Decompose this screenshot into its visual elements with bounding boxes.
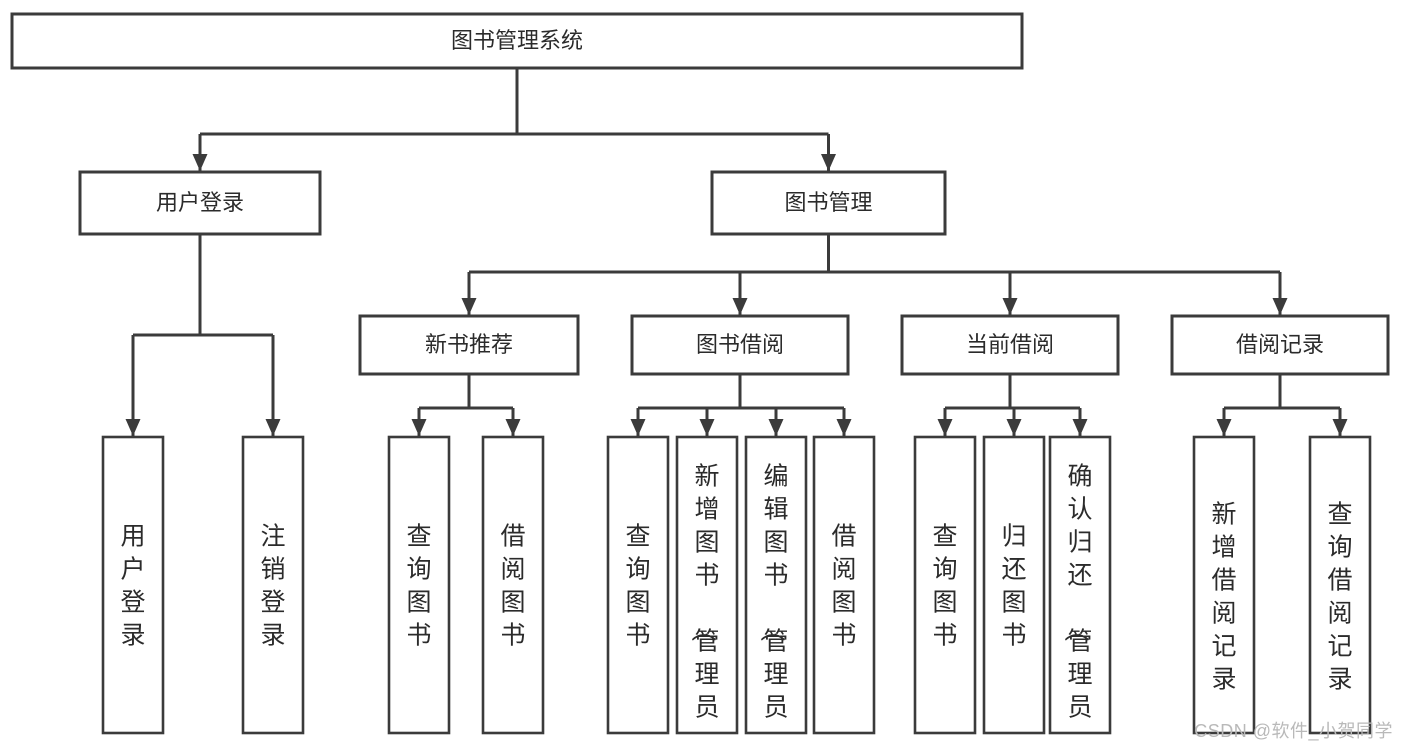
node-leaf-confirm-return-label: 确认归还（管理员） (1061, 463, 1092, 747)
node-leaf-add-borrow-record-label: 新增借阅记录 (1211, 501, 1236, 694)
node-leaf-confirm-return-box[interactable] (1048, 435, 1112, 735)
node-leaf-query-book-2[interactable]: 查询图书 (606, 435, 670, 735)
node-leaf-add-book[interactable]: 新增图书（管理员） (675, 435, 739, 747)
node-current-borrow-label: 当前借阅 (966, 332, 1054, 357)
node-book-management-label: 图书管理 (784, 190, 872, 215)
node-leaf-query-book-1[interactable]: 查询图书 (387, 435, 451, 735)
arrow-head-icon (1002, 298, 1018, 315)
arrow-head-icon (768, 419, 784, 436)
node-leaf-add-book-box[interactable] (675, 435, 739, 735)
node-leaf-logout[interactable]: 注销登录 (241, 435, 305, 735)
node-leaf-logout-label: 注销登录 (260, 523, 285, 650)
node-leaf-confirm-return[interactable]: 确认归还（管理员） (1048, 435, 1112, 747)
node-leaf-borrow-book-2-label: 借阅图书 (831, 523, 856, 650)
node-leaf-add-borrow-record-box[interactable] (1192, 435, 1256, 735)
node-current-borrow-box[interactable] (900, 314, 1120, 376)
arrow-head-icon (821, 154, 836, 171)
node-leaf-query-book-2-label: 查询图书 (625, 523, 650, 650)
arrow-head-icon (1216, 419, 1232, 436)
node-book-borrow-box[interactable] (630, 314, 850, 376)
node-book-borrow-label: 图书借阅 (696, 332, 784, 357)
arrow-head-icon (265, 419, 281, 436)
node-book-management-box[interactable] (710, 170, 947, 236)
node-new-book-recommend[interactable]: 新书推荐 (358, 314, 580, 376)
arrow-head-icon (630, 419, 646, 436)
node-leaf-logout-box[interactable] (241, 435, 305, 735)
node-leaf-user-login-box[interactable] (101, 435, 165, 735)
arrow-head-icon (411, 419, 427, 436)
node-root-root[interactable]: 图书管理系统 (10, 12, 1024, 70)
node-leaf-query-book-3-box[interactable] (913, 435, 977, 735)
node-leaf-return-book-box[interactable] (982, 435, 1046, 735)
arrow-head-icon (461, 298, 477, 315)
arrow-head-icon (125, 419, 141, 436)
node-leaf-query-book-1-label: 查询图书 (406, 523, 431, 650)
node-layer: 图书管理系统用户登录图书管理新书推荐图书借阅当前借阅借阅记录用户登录注销登录查询… (10, 12, 1390, 747)
node-leaf-edit-book-box[interactable] (744, 435, 808, 735)
node-leaf-user-login[interactable]: 用户登录 (101, 435, 165, 735)
node-leaf-return-book[interactable]: 归还图书 (982, 435, 1046, 735)
arrow-head-icon (192, 154, 208, 171)
node-book-management[interactable]: 图书管理 (710, 170, 947, 236)
node-user-login-label: 用户登录 (156, 190, 244, 215)
connector-layer (125, 68, 1348, 436)
node-leaf-add-book-label: 新增图书（管理员） (688, 463, 719, 747)
node-leaf-borrow-book-1[interactable]: 借阅图书 (481, 435, 545, 735)
node-leaf-query-borrow-record-label: 查询借阅记录 (1327, 501, 1352, 694)
arrow-head-icon (937, 419, 953, 436)
node-leaf-query-borrow-record[interactable]: 查询借阅记录 (1308, 435, 1372, 735)
node-root-root-label: 图书管理系统 (451, 28, 583, 53)
node-borrow-record[interactable]: 借阅记录 (1170, 314, 1390, 376)
arrow-head-icon (699, 419, 715, 436)
node-leaf-query-book-2-box[interactable] (606, 435, 670, 735)
arrow-head-icon (1332, 419, 1348, 436)
node-leaf-borrow-book-2-box[interactable] (812, 435, 876, 735)
node-leaf-query-book-3[interactable]: 查询图书 (913, 435, 977, 735)
node-current-borrow[interactable]: 当前借阅 (900, 314, 1120, 376)
arrow-head-icon (836, 419, 852, 436)
node-user-login-box[interactable] (78, 170, 322, 236)
node-leaf-borrow-book-1-box[interactable] (481, 435, 545, 735)
node-leaf-borrow-book-1-label: 借阅图书 (500, 523, 525, 650)
arrow-head-icon (1006, 419, 1022, 436)
node-borrow-record-label: 借阅记录 (1236, 332, 1324, 357)
node-book-borrow[interactable]: 图书借阅 (630, 314, 850, 376)
node-new-book-recommend-label: 新书推荐 (425, 332, 513, 357)
arrow-head-icon (732, 298, 748, 315)
node-leaf-return-book-label: 归还图书 (1001, 523, 1026, 650)
node-leaf-user-login-label: 用户登录 (120, 523, 145, 650)
node-leaf-query-book-1-box[interactable] (387, 435, 451, 735)
arrow-head-icon (1072, 419, 1088, 436)
node-borrow-record-box[interactable] (1170, 314, 1390, 376)
node-root-root-box[interactable] (10, 12, 1024, 70)
arrow-head-icon (1272, 298, 1288, 315)
node-leaf-add-borrow-record[interactable]: 新增借阅记录 (1192, 435, 1256, 735)
node-leaf-query-borrow-record-box[interactable] (1308, 435, 1372, 735)
node-leaf-edit-book-label: 编辑图书（管理员） (757, 463, 788, 747)
node-leaf-borrow-book-2[interactable]: 借阅图书 (812, 435, 876, 735)
arrow-head-icon (505, 419, 521, 436)
node-leaf-query-book-3-label: 查询图书 (932, 523, 957, 650)
node-leaf-edit-book[interactable]: 编辑图书（管理员） (744, 435, 808, 747)
node-user-login[interactable]: 用户登录 (78, 170, 322, 236)
node-new-book-recommend-box[interactable] (358, 314, 580, 376)
